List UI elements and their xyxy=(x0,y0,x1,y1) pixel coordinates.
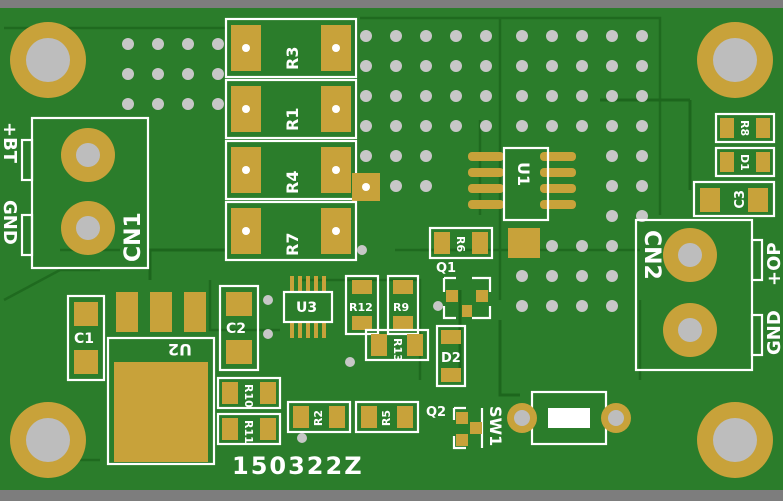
sw1-label: SW1 xyxy=(486,406,505,446)
cn1-connector: CN1 +BT GND xyxy=(0,116,150,270)
r11-label: R11 xyxy=(242,420,255,444)
resistor-r6: R6 xyxy=(428,226,494,260)
cn1-ref-label: CN1 xyxy=(121,212,146,262)
mounting-holes xyxy=(10,22,773,478)
d2-label: D2 xyxy=(441,351,461,366)
capacitor-c3: C3 xyxy=(692,180,776,218)
resistor-r8: R8 xyxy=(714,112,776,144)
capacitor-c2: C2 xyxy=(218,284,260,372)
diode-d1: D1 xyxy=(714,146,776,178)
resistor-r2: R2 xyxy=(286,400,352,434)
ic-u1: U1 xyxy=(468,146,576,258)
r9-label: R9 xyxy=(393,301,409,314)
c2-label: C2 xyxy=(226,321,246,337)
misc-vias xyxy=(263,245,443,443)
cn2-pin2-label: GND xyxy=(764,310,783,355)
r6-label: R6 xyxy=(454,236,467,252)
resistor-r4: R4 xyxy=(224,139,358,201)
resistor-r3: R3 xyxy=(224,17,358,79)
transistor-q2: Q2 xyxy=(426,405,484,450)
r1-label: R1 xyxy=(283,108,302,131)
via-field-left xyxy=(122,38,224,110)
r2-label: R2 xyxy=(312,410,325,426)
u3-label: U3 xyxy=(296,300,317,316)
resistor-r13: R13 xyxy=(364,328,430,362)
diode-d2: D2 xyxy=(435,324,467,388)
resistor-r12: R12 xyxy=(344,274,380,336)
ic-u3: U3 xyxy=(282,276,334,338)
u2-label: U2 xyxy=(168,340,192,359)
q2-label: Q2 xyxy=(426,405,446,420)
cn2-connector: CN2 +OP GND xyxy=(634,218,783,372)
cn1-pin2-label: GND xyxy=(0,200,20,245)
resistor-r5: R5 xyxy=(354,400,420,434)
cn1-pin1-label: +BT xyxy=(0,122,20,164)
resistor-r10: R10 xyxy=(216,376,282,410)
r3-label: R3 xyxy=(283,47,302,70)
r10-label: R10 xyxy=(242,384,255,408)
c1-label: C1 xyxy=(74,331,94,347)
date-code: 150322Z xyxy=(232,452,364,480)
cn2-pin1-label: +OP xyxy=(764,242,783,286)
r8-label: R8 xyxy=(738,120,751,136)
resistor-r9: R9 xyxy=(386,274,420,336)
capacitor-c1: C1 xyxy=(66,294,106,382)
r5-label: R5 xyxy=(380,410,393,426)
resistor-r7: R7 xyxy=(224,200,358,262)
q1-label: Q1 xyxy=(436,261,456,276)
via-field-right xyxy=(360,30,648,312)
r4-label: R4 xyxy=(283,171,302,194)
c3-label: C3 xyxy=(733,190,748,209)
u1-label: U1 xyxy=(514,162,533,186)
resistor-r1: R1 xyxy=(224,78,358,140)
switch-sw1: SW1 xyxy=(486,390,631,446)
r13-label: R13 xyxy=(391,338,404,362)
resistor-r11: R11 xyxy=(216,412,282,446)
d1-label: D1 xyxy=(738,154,751,171)
cn2-ref-label: CN2 xyxy=(639,230,664,280)
ic-u2: U2 xyxy=(106,292,216,466)
r7-label: R7 xyxy=(283,233,302,256)
transistor-q1: Q1 xyxy=(436,261,492,320)
r12-label: R12 xyxy=(349,301,373,314)
